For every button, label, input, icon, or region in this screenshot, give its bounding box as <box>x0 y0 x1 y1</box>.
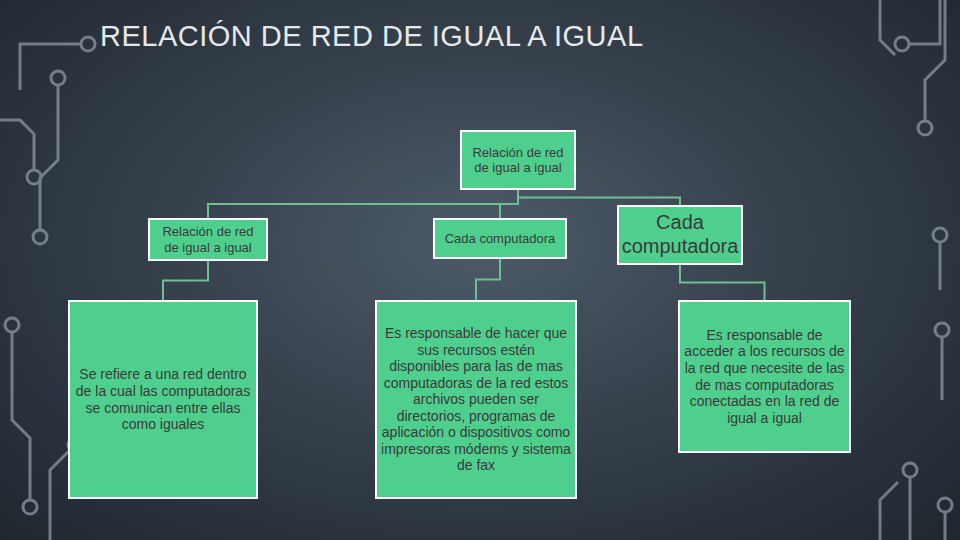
description-box: Se refiere a una red dentro de la cual l… <box>68 300 258 499</box>
node-text: Es responsable de acceder a los recursos… <box>684 327 845 426</box>
node-text: Relación de red de igual a igual <box>154 224 262 255</box>
node-text: Relación de red de igual a igual <box>466 145 570 176</box>
tree-connector <box>500 190 518 218</box>
node-text: Se refiere a una red dentro de la cual l… <box>74 366 252 432</box>
node-text: Es responsable de hacer que sus recursos… <box>381 325 571 474</box>
tree-connector <box>208 190 518 218</box>
branch-box: Cada computadora <box>433 218 567 259</box>
branch-box: Relación de red de igual a igual <box>148 218 268 261</box>
tree-connector <box>163 261 208 300</box>
description-box: Es responsable de hacer que sus recursos… <box>375 300 577 499</box>
description-box: Es responsable de acceder a los recursos… <box>678 300 851 453</box>
branch-box: Cada computadora <box>617 205 743 265</box>
node-text: Cada computadora <box>622 211 739 258</box>
tree-connector <box>476 259 500 300</box>
node-text: Cada computadora <box>445 231 556 246</box>
tree-connector <box>680 265 765 300</box>
root-box: Relación de red de igual a igual <box>460 130 576 190</box>
tree-connector <box>518 190 680 205</box>
slide-title: RELACIÓN DE RED DE IGUAL A IGUAL <box>100 20 644 53</box>
